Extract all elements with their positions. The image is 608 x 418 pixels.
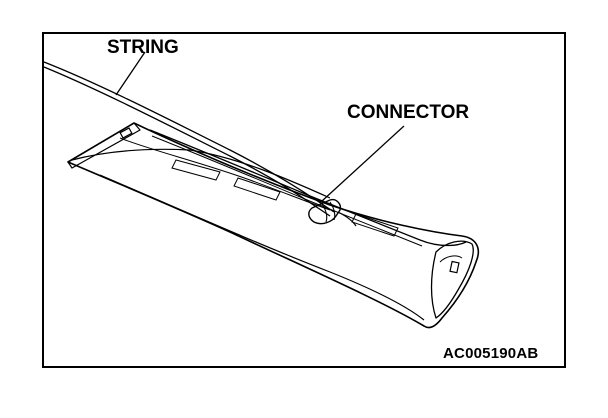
- center-clip-right: [351, 213, 399, 237]
- connector-lead: [337, 211, 357, 227]
- center-clip-middle: [233, 177, 281, 201]
- spoiler-lower-edge: [99, 174, 425, 321]
- string-label: STRING: [107, 37, 179, 58]
- center-clip-left: [171, 159, 221, 181]
- string-leader-line: [115, 51, 146, 96]
- wire-harness-2: [151, 135, 423, 247]
- spoiler-left-endcap: [67, 122, 141, 169]
- right-mount-slot: [449, 260, 460, 274]
- wire-harness: [149, 129, 467, 247]
- right-endcap-inner: [439, 255, 463, 263]
- connector-body: [308, 198, 342, 225]
- left-mount-slot: [119, 127, 133, 139]
- connector-label: CONNECTOR: [347, 102, 470, 123]
- spoiler-inner-ridge: [119, 137, 331, 211]
- figure-frame: [42, 32, 566, 368]
- string-line-lower: [43, 66, 331, 217]
- spoiler-upper-contour: [71, 148, 331, 199]
- figure-code-label: AC005190AB: [443, 345, 539, 362]
- connector-tie: [321, 201, 336, 223]
- connector-leader-line: [321, 125, 405, 202]
- spoiler-body: [67, 122, 480, 329]
- spoiler-right-endcap: [430, 240, 474, 319]
